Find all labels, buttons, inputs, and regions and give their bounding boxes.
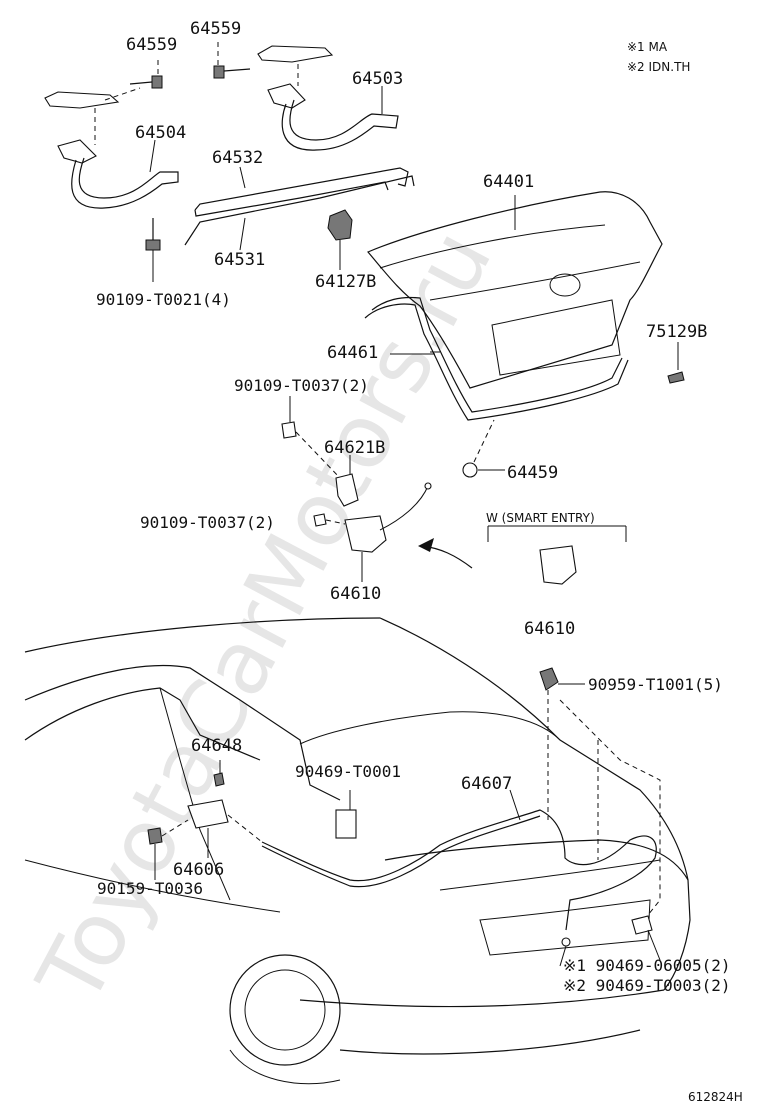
bumper-64127b	[327, 209, 353, 270]
hinge-right	[257, 45, 399, 151]
label-64559-left: 64559	[126, 35, 177, 55]
label-64503: 64503	[352, 69, 403, 89]
label-64461: 64461	[327, 343, 378, 363]
bolt-64559-right	[213, 42, 251, 79]
arrow-head	[418, 538, 434, 552]
label-90469-06005: ※1 90469-06005(2)	[563, 956, 731, 975]
note-idnth: ※2 IDN.TH	[627, 60, 690, 74]
label-64606: 64606	[173, 860, 224, 880]
label-64532: 64532	[212, 148, 263, 168]
label-64127b: 64127B	[315, 272, 376, 292]
label-smart-entry: W (SMART ENTRY)	[486, 511, 595, 525]
label-90109-t0021: 90109-T0021(4)	[96, 290, 231, 309]
label-64504: 64504	[135, 123, 186, 143]
label-64607: 64607	[461, 774, 512, 794]
label-64648: 64648	[191, 736, 242, 756]
label-64559-right: 64559	[190, 19, 241, 39]
diagram-id: 612824H	[688, 1090, 743, 1104]
note-ma: ※1 MA	[627, 40, 668, 54]
label-64531: 64531	[214, 250, 265, 270]
torsion-bars	[184, 166, 415, 251]
car-body	[24, 617, 691, 1085]
opener-cable-64607	[261, 790, 657, 947]
label-90109-t0037-mid: 90109-T0037(2)	[140, 513, 275, 532]
label-90469-t0001: 90469-T0001	[295, 762, 401, 781]
release-handle-64606	[147, 760, 263, 880]
leader-lines	[149, 86, 567, 967]
label-64610-main: 64610	[330, 584, 381, 604]
watermark: ToyotaCarMotors.ru	[17, 213, 512, 1020]
label-90469-t0003: ※2 90469-T0003(2)	[563, 976, 731, 995]
label-90109-t0037-top: 90109-T0037(2)	[234, 376, 369, 395]
label-90159-t0036: 90159-T0036	[97, 879, 203, 898]
hinge-left	[44, 87, 179, 209]
label-75129b: 75129B	[646, 322, 707, 342]
label-64401: 64401	[483, 172, 534, 192]
label-64459: 64459	[507, 463, 558, 483]
label-64621b: 64621B	[324, 438, 385, 458]
bolt-90109-t0021	[145, 218, 161, 282]
smart-entry-bracket	[487, 525, 627, 585]
cable-clamps	[539, 667, 661, 961]
cushion-64459	[462, 419, 505, 478]
trunk-lid-64401	[367, 191, 663, 389]
latch-assembly	[281, 396, 432, 582]
label-90959-t1001: 90959-T1001(5)	[588, 675, 723, 694]
label-64610-smart: 64610	[524, 619, 575, 639]
weatherstrip-64461	[364, 296, 629, 421]
stopper-75129b	[667, 342, 685, 384]
bolt-64559-left	[129, 60, 163, 89]
